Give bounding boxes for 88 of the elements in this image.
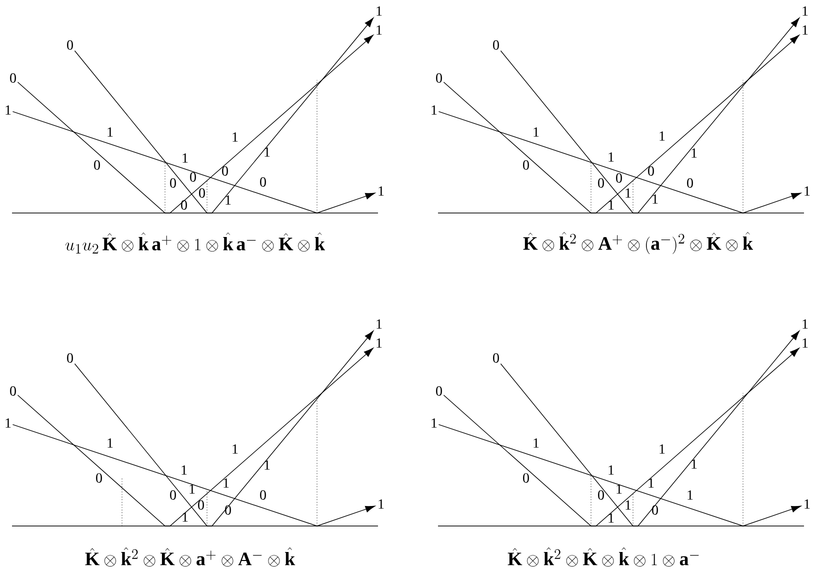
state-label: 1 [802,25,808,35]
state-label: 1 [378,186,384,196]
state-label: 1 [6,418,11,428]
arrow [12,424,376,526]
state-label: 0 [10,73,16,83]
arrow [12,111,376,214]
state-label: 0 [198,500,204,510]
state-label: 1 [108,438,113,448]
state-label: 1 [182,465,187,475]
state-label: 1 [648,478,654,488]
state-label: 1 [616,484,622,494]
state-label: 1 [376,25,382,35]
state-label: 0 [170,490,176,500]
state-label: 1 [652,194,658,204]
state-label: 1 [264,460,270,470]
state-label: 1 [626,188,631,198]
state-label: 0 [598,490,604,500]
state-label: 0 [436,73,442,83]
state-label: 0 [170,178,176,188]
state-label: 1 [608,465,614,475]
state-label: 0 [523,473,529,483]
state-label: 1 [182,153,188,163]
state-label: 0 [598,178,604,188]
state-label: 1 [660,444,665,454]
state-label: 1 [534,127,539,137]
state-label: 1 [432,105,437,115]
arrow [74,330,374,526]
state-label: 1 [232,132,238,142]
operator-formula: $\hat{\mathbf K}\otimes\hat{\mathbf k}^2\otimes\hat{\mathbf K}\otimes\hat{\mathbf k}\otimes 1\otimes\mathbf a^{-}$ [508,547,699,567]
state-label: 1 [688,490,693,500]
state-label: 0 [222,166,228,176]
state-label: 1 [534,438,539,448]
state-label: 1 [692,148,697,158]
arrow [438,424,802,526]
state-label: 0 [181,200,187,210]
state-label: 1 [224,478,229,488]
arrow [500,18,800,214]
state-label: 0 [96,473,102,483]
arrow [500,330,800,526]
state-label: 1 [182,512,188,522]
state-label: 1 [608,152,614,162]
state-label: 0 [225,505,231,515]
state-label: 1 [804,186,810,196]
state-label: 1 [232,444,238,454]
arrow [74,18,374,214]
arrow [443,34,800,214]
state-label: 0 [436,386,442,396]
arrow [438,111,802,214]
state-label: 0 [652,505,658,515]
state-label: 1 [376,6,382,16]
operator-formula: $\hat{\mathbf K}\otimes\hat{\mathbf k}^2\otimes\hat{\mathbf K}\otimes\mathbf a^{+}\otimes\mathbf A^{-}\otimes\hat{\mathbf k}$ [85,547,296,567]
state-label: 1 [108,127,113,137]
operator-formula: $u_1u_2\,\hat{\mathbf K}\otimes\hat{\mathbf k}\,\mathbf a^{+}\otimes 1\otimes\hat{\mathbf k}\,\mathbf a^{-}\otimes\hat{\mathbf K}\otimes\hat{\mathbf k}$ [66,232,325,254]
state-label: 0 [260,177,266,187]
state-label: 0 [493,40,499,50]
state-label: 1 [608,513,614,523]
state-label: 1 [802,319,808,329]
state-label: 1 [376,338,382,348]
state-label: 0 [260,490,266,500]
state-label: 1 [264,147,270,157]
state-label: 1 [660,131,665,141]
arrow [17,34,374,214]
state-label: 0 [67,353,73,363]
state-label: 0 [493,353,499,363]
arrow [17,348,374,526]
state-label: 1 [608,200,614,210]
state-label: 1 [802,338,808,348]
state-label: 1 [802,6,808,16]
state-label: 1 [6,105,11,115]
state-label: 1 [804,499,810,509]
state-label: 0 [10,386,16,396]
state-label: 1 [190,484,195,494]
state-label: 1 [626,500,631,510]
state-label: 1 [378,499,384,509]
state-label: 0 [523,160,529,170]
state-label: 0 [67,40,73,50]
state-label: 1 [226,195,231,205]
arrow [443,348,800,526]
state-label: 0 [199,188,205,198]
state-label: 1 [692,459,697,469]
state-label: 0 [648,166,654,176]
state-label: 0 [190,172,196,182]
state-label: 0 [94,160,100,170]
state-label: 1 [432,418,437,428]
state-label: 0 [687,178,693,188]
state-label: 0 [616,173,622,183]
state-label: 1 [376,319,382,329]
operator-formula: $\hat{\mathbf K}\otimes\hat{\mathbf k}^2\otimes\mathbf A^{+}\otimes(\mathbf a^{-})^2\otimes\hat{\mathbf K}\otimes\hat{\mathbf k}$ [523,232,753,254]
